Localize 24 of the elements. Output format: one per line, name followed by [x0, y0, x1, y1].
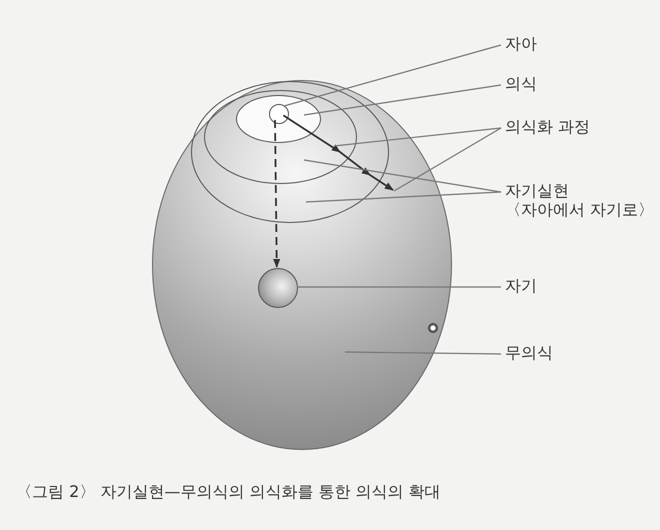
callout-label: 무의식	[505, 343, 553, 362]
outer-ellipse	[191, 81, 389, 223]
leader-line	[334, 127, 502, 147]
middle-ellipse	[204, 90, 357, 184]
arrow	[282, 114, 394, 191]
figure-caption: 〈그림 2〉 자기실현—무의식의 의식화를 통한 의식의 확대	[16, 482, 441, 503]
leader-line	[394, 127, 502, 192]
inner-ellipse	[236, 95, 321, 143]
callout-label: 의식화 과정	[505, 117, 590, 136]
leader-line	[345, 351, 501, 355]
small-circle	[269, 104, 289, 124]
callout-label: 자기실현	[505, 181, 570, 200]
callout-label: 의식	[505, 74, 537, 94]
arrow	[273, 120, 280, 268]
small-sphere	[258, 268, 298, 308]
leader-line	[304, 159, 502, 193]
leader-line	[284, 44, 502, 107]
callout-label: 자기	[505, 276, 537, 296]
leader-line	[306, 191, 502, 203]
callout-label: 자아	[505, 34, 537, 54]
leader-line	[297, 286, 501, 288]
leader-line	[304, 84, 502, 116]
dot	[428, 323, 438, 333]
callout-label: 〈자아에서 자기로〉	[505, 200, 654, 220]
